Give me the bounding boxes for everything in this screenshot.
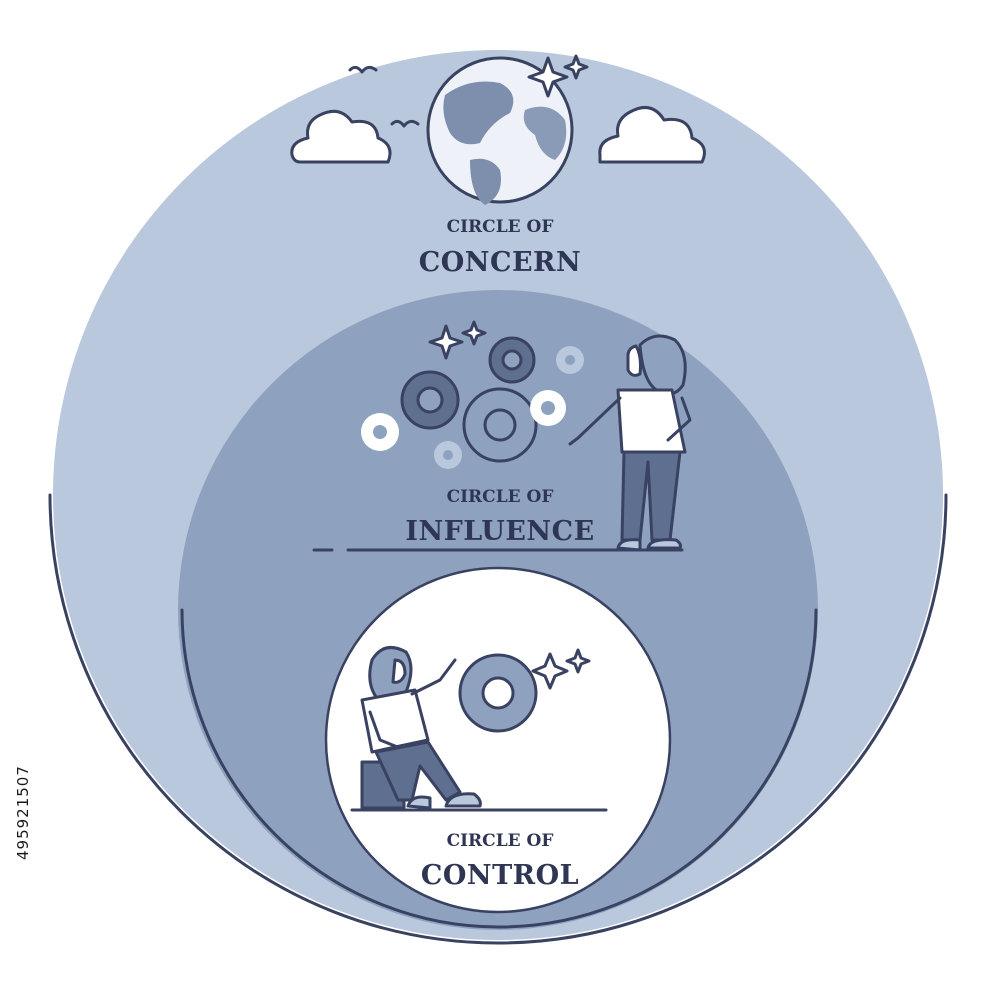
circle-of-control [324,566,672,914]
gear-icon [361,413,399,451]
control-label-line2: CONTROL [421,860,579,891]
gear-icon [556,346,584,374]
cloud-icon [290,109,392,164]
sparkle-icon [527,56,569,98]
stock-id: 495921507 [14,765,32,860]
sparkle-icon [565,648,591,674]
bird-icon [390,119,420,128]
sparkle-icon [428,324,464,360]
cloud-icon [598,106,706,164]
sparkle-icon [531,652,569,690]
concern-outline-arc [48,493,948,945]
influence-label-line2: INFLUENCE [405,516,594,547]
influence-label-line1: CIRCLE OF [447,487,554,507]
gear-icon [530,390,566,426]
gear-icon [462,387,538,463]
concern-label-line2: CONCERN [419,247,581,278]
control-label-line1: CIRCLE OF [447,831,554,851]
gear-icon [488,336,536,384]
sparkle-icon [461,320,487,346]
globe-icon [426,56,574,205]
gear-icon [400,370,460,430]
concern-label-line1: CIRCLE OF [447,217,554,237]
bird-icon [348,65,378,74]
influence-outline-arc [180,608,818,929]
person-icon [568,334,692,552]
person-icon [360,646,482,810]
gear-icon [434,441,462,469]
gear-icon [458,653,538,733]
sparkle-icon [563,54,589,80]
